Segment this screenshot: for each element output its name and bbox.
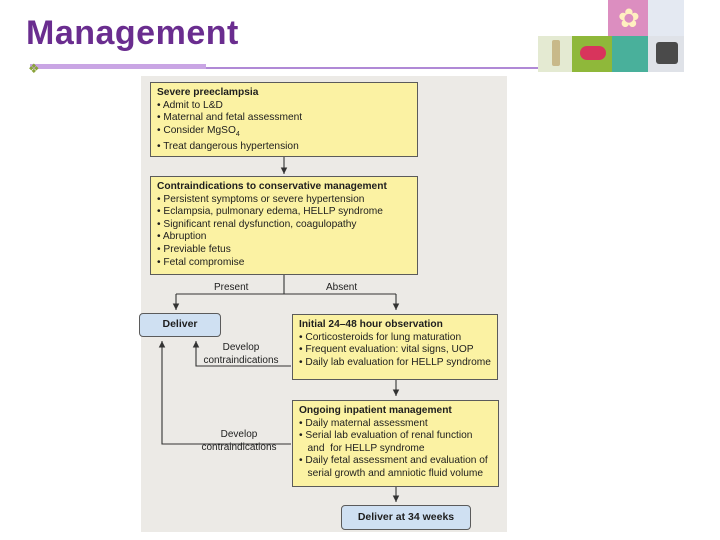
pills-icon bbox=[580, 46, 606, 60]
teal-photo-tile bbox=[612, 36, 648, 72]
subscript-4: 4 bbox=[235, 130, 240, 138]
title-underline-bar bbox=[30, 64, 206, 69]
contra-item: • Abruption bbox=[157, 231, 207, 243]
observation-item: • Daily lab evaluation for HELLP syndrom… bbox=[299, 356, 491, 368]
severe-item: • Treat dangerous hypertension bbox=[157, 141, 299, 153]
severe-item: • Admit to L&D bbox=[157, 99, 223, 111]
severe-item: • Maternal and fetal assessment bbox=[157, 112, 303, 124]
slide-title: Management bbox=[26, 14, 239, 52]
title-underline-line bbox=[206, 67, 684, 69]
severe-item: • Consider MgSO4 bbox=[157, 125, 411, 142]
inpatient-item: • Daily maternal assessment bbox=[299, 417, 428, 429]
inpatient-item: serial growth and amniotic fluid volume bbox=[299, 467, 484, 479]
contraindications-line: contraindications bbox=[201, 442, 277, 453]
inpatient-item: • Serial lab evaluation of renal functio… bbox=[299, 430, 473, 442]
contra-item: • Previable fetus bbox=[157, 243, 231, 255]
severe-preeclampsia-box: Severe preeclampsia • Admit to L&D • Mat… bbox=[150, 82, 418, 157]
ongoing-inpatient-box: Ongoing inpatient management • Daily mat… bbox=[292, 400, 499, 487]
contra-item: • Fetal compromise bbox=[157, 256, 245, 268]
observation-item: • Corticosteroids for lung maturation bbox=[299, 331, 462, 343]
contraindications-line: contraindications bbox=[203, 355, 279, 366]
observation-item: • Frequent evaluation: vital signs, UOP bbox=[299, 344, 474, 356]
absent-label: Absent bbox=[326, 282, 358, 293]
contra-item: • Significant renal dysfunction, coagulo… bbox=[157, 218, 357, 230]
develop-line: Develop bbox=[220, 429, 258, 440]
develop-line: Develop bbox=[222, 342, 260, 353]
vial-icon bbox=[552, 40, 560, 66]
inpatient-item: and for HELLP syndrome bbox=[299, 442, 425, 454]
contra-heading: Contraindications to conservative manage… bbox=[157, 181, 387, 192]
deliver-box: Deliver bbox=[139, 313, 221, 337]
observation-heading: Initial 24–48 hour observation bbox=[299, 319, 443, 330]
decor-tile-top-right bbox=[648, 0, 684, 36]
inpatient-heading: Ongoing inpatient management bbox=[299, 405, 452, 416]
diamond-bullet-icon: ❖ bbox=[28, 62, 40, 77]
present-label: Present bbox=[214, 282, 249, 293]
flower-icon: ✿ bbox=[618, 4, 640, 34]
develop-contraindications-label: Develop contraindications bbox=[194, 428, 284, 454]
orchid-photo-tile bbox=[608, 0, 648, 36]
contraindications-box: Contraindications to conservative manage… bbox=[150, 176, 418, 275]
severe-item-text: • Consider MgSO bbox=[157, 124, 236, 136]
contra-item: • Persistent symptoms or severe hyperten… bbox=[157, 193, 365, 205]
inpatient-item: • Daily fetal assessment and evaluation … bbox=[299, 455, 488, 467]
arrow-develop-loop-2 bbox=[158, 341, 291, 445]
medical-device-icon bbox=[656, 42, 678, 64]
contra-item: • Eclampsia, pulmonary edema, HELLP synd… bbox=[157, 206, 383, 218]
severe-heading: Severe preeclampsia bbox=[157, 87, 259, 98]
develop-contraindications-label: Develop contraindications bbox=[196, 341, 286, 367]
deliver-at-34-weeks-box: Deliver at 34 weeks bbox=[341, 505, 471, 530]
arrow-develop-loop-1 bbox=[192, 341, 291, 367]
initial-observation-box: Initial 24–48 hour observation • Cortico… bbox=[292, 314, 498, 380]
